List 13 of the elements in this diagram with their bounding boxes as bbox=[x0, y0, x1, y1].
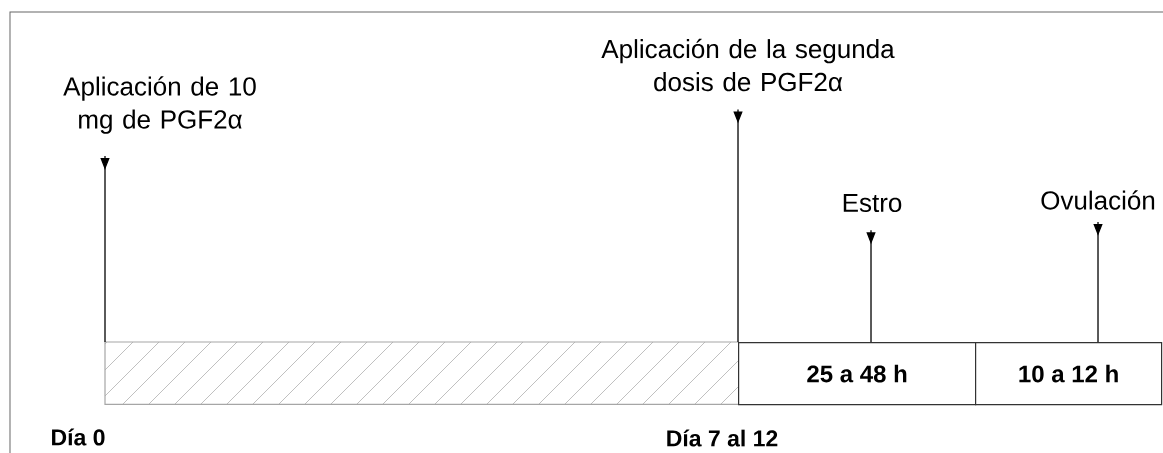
annotation-text: Aplicación de la segunda dosis de PGF2α bbox=[601, 38, 895, 92]
arrow bbox=[1093, 221, 1103, 343]
day-label: Día 0 bbox=[52, 428, 105, 446]
period-box: 25 a 48 h bbox=[738, 342, 977, 406]
annotation-text: Aplicación de 10 mg de PGF2α bbox=[63, 76, 256, 134]
arrow bbox=[866, 229, 876, 343]
day-label: Día 7 al 12 bbox=[667, 429, 778, 447]
arrow bbox=[100, 155, 110, 343]
annotation-text: Estro bbox=[843, 193, 902, 213]
arrow bbox=[733, 108, 743, 343]
annotation-text: Ovulación bbox=[1041, 190, 1155, 210]
period-box: 10 a 12 h bbox=[975, 342, 1163, 406]
hatched-bar bbox=[104, 341, 739, 405]
